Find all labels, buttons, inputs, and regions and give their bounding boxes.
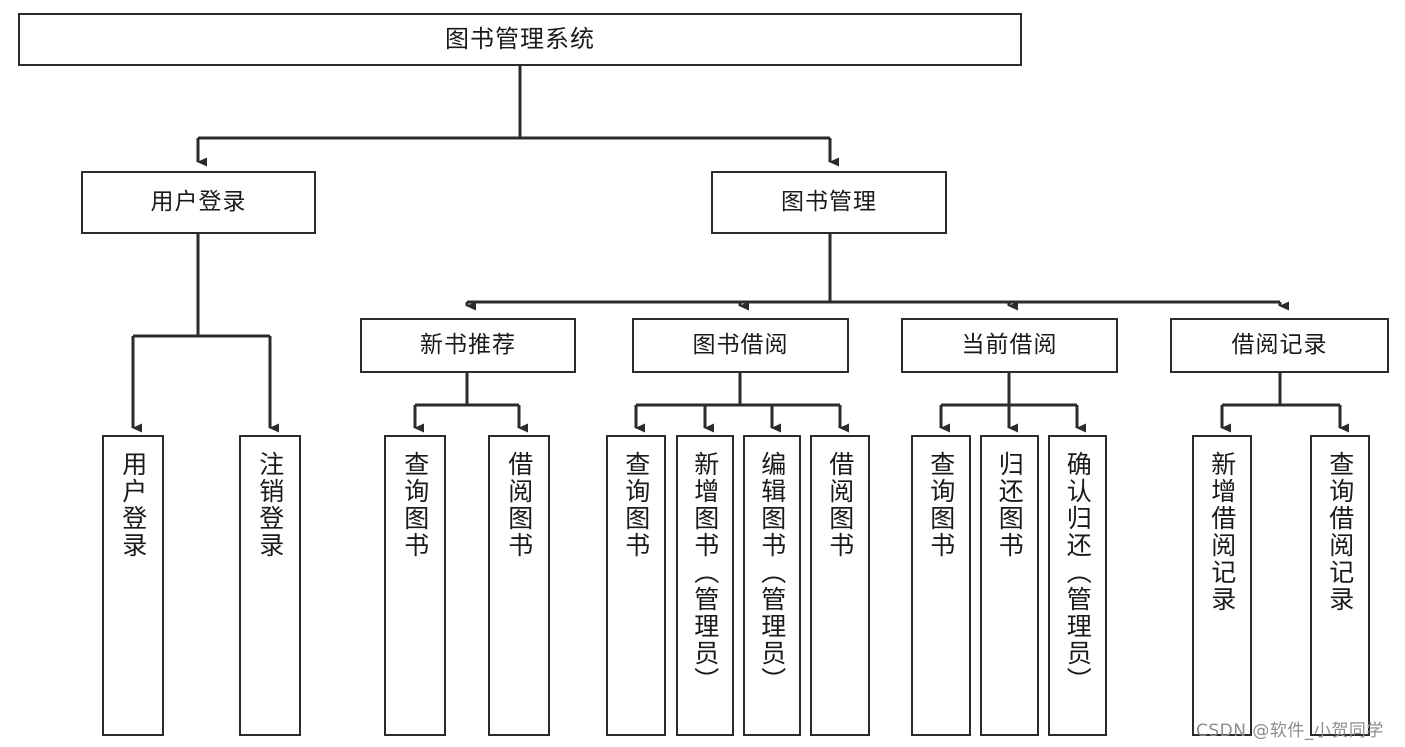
node-leaf-query-book-2-label: 查询图书 [621, 451, 651, 559]
node-root-label: 图书管理系统 [445, 25, 595, 54]
node-leaf-query-record[interactable]: 查询借阅记录 [1310, 435, 1370, 736]
node-book-manage[interactable]: 图书管理 [711, 171, 947, 234]
node-leaf-borrow-book-1[interactable]: 借阅图书 [488, 435, 550, 736]
node-new-book-rec[interactable]: 新书推荐 [360, 318, 576, 373]
node-current-borrow-label: 当前借阅 [961, 331, 1058, 358]
node-leaf-add-record-label: 新增借阅记录 [1207, 451, 1237, 613]
csdn-watermark: CSDN @软件_小贺同学 [1196, 721, 1384, 741]
node-book-manage-label: 图书管理 [781, 188, 877, 215]
node-leaf-edit-book[interactable]: 编辑图书（管理员） [743, 435, 801, 736]
node-leaf-query-book-1[interactable]: 查询图书 [384, 435, 446, 736]
node-user-login-label: 用户登录 [150, 188, 247, 215]
node-leaf-user-logout-label: 注销登录 [255, 451, 285, 559]
node-leaf-add-book-label: 新增图书（管理员） [690, 451, 720, 694]
node-leaf-user-login-label: 用户登录 [118, 451, 148, 559]
node-leaf-query-book-2[interactable]: 查询图书 [606, 435, 666, 736]
node-leaf-borrow-book-2-label: 借阅图书 [825, 451, 855, 559]
node-leaf-confirm-return-label: 确认归还（管理员） [1063, 451, 1093, 694]
node-book-borrow[interactable]: 图书借阅 [632, 318, 849, 373]
node-leaf-query-book-3-label: 查询图书 [926, 451, 956, 559]
node-leaf-borrow-book-1-label: 借阅图书 [504, 451, 534, 559]
node-leaf-edit-book-label: 编辑图书（管理员） [757, 451, 787, 694]
node-borrow-record-label: 借阅记录 [1231, 331, 1328, 358]
node-leaf-confirm-return[interactable]: 确认归还（管理员） [1048, 435, 1107, 736]
node-book-borrow-label: 图书借阅 [692, 331, 789, 358]
node-user-login[interactable]: 用户登录 [81, 171, 316, 234]
node-leaf-add-record[interactable]: 新增借阅记录 [1192, 435, 1252, 736]
node-new-book-rec-label: 新书推荐 [420, 331, 516, 358]
node-leaf-return-book-label: 归还图书 [995, 451, 1025, 559]
node-current-borrow[interactable]: 当前借阅 [901, 318, 1118, 373]
node-borrow-record[interactable]: 借阅记录 [1170, 318, 1389, 373]
node-root[interactable]: 图书管理系统 [18, 13, 1022, 66]
node-leaf-borrow-book-2[interactable]: 借阅图书 [810, 435, 870, 736]
node-leaf-query-book-3[interactable]: 查询图书 [911, 435, 971, 736]
node-leaf-user-login[interactable]: 用户登录 [102, 435, 164, 736]
node-leaf-query-book-1-label: 查询图书 [400, 451, 430, 559]
node-leaf-add-book[interactable]: 新增图书（管理员） [676, 435, 734, 736]
node-leaf-query-record-label: 查询借阅记录 [1325, 451, 1355, 613]
node-leaf-user-logout[interactable]: 注销登录 [239, 435, 301, 736]
node-leaf-return-book[interactable]: 归还图书 [980, 435, 1039, 736]
